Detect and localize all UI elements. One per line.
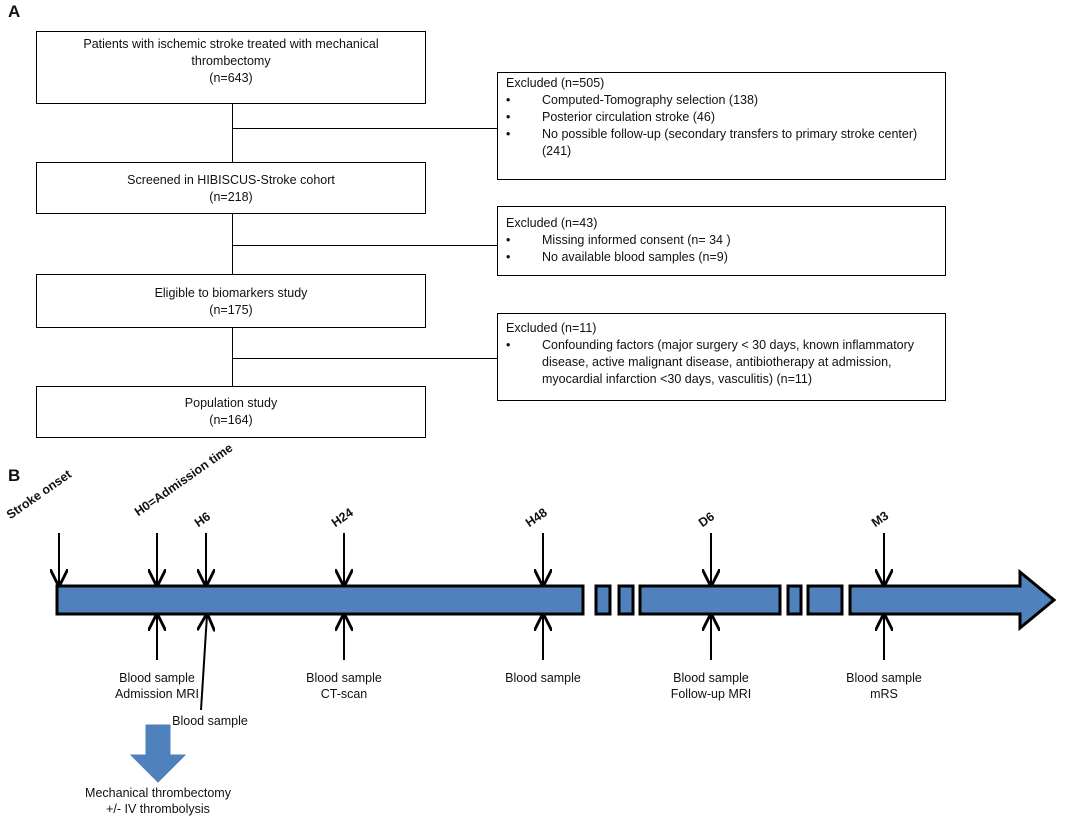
treatment-down-arrow — [129, 724, 187, 783]
exclusion-connector-line — [232, 245, 497, 246]
arrow-up-h6 — [201, 615, 207, 711]
excluded-item: No available blood samples (n=9) — [506, 249, 937, 266]
treatment-label: Mechanical thrombectomy +/- IV thromboly… — [85, 786, 231, 816]
excluded-item: Posterior circulation stroke (46) — [506, 109, 937, 126]
m3-events: Blood sample mRS — [846, 671, 922, 701]
timeline-segment — [638, 584, 782, 616]
panel-b-letter: B — [8, 466, 21, 485]
flow-box-patients: Patients with ischemic stroke treated wi… — [36, 31, 426, 104]
flow-connector-line — [232, 104, 233, 162]
timeline-segment — [617, 584, 635, 616]
timeline-segment — [594, 584, 612, 616]
flow-box-population: Population study (n=164) — [36, 386, 426, 438]
excluded-box-11: Excluded (n=11) Confounding factors (maj… — [497, 313, 946, 401]
excluded-title: Excluded (n=505) — [506, 76, 605, 90]
exclusion-connector-line — [232, 358, 497, 359]
timeline-arrow — [55, 568, 1057, 632]
h0-events: Blood sample Admission MRI — [114, 671, 200, 701]
excluded-item: No possible follow-up (secondary transfe… — [506, 126, 937, 160]
flow-box-screened: Screened in HIBISCUS-Stroke cohort (n=21… — [36, 162, 426, 214]
d6-events: Blood sample Follow-up MRI — [670, 671, 752, 701]
timepoint-arrows-above — [59, 533, 884, 585]
excluded-item: Missing informed consent (n= 34 ) — [506, 232, 937, 249]
excluded-box-43: Excluded (n=43) Missing informed consent… — [497, 206, 946, 276]
h48-events: Blood sample — [505, 671, 581, 685]
excluded-item: Computed-Tomography selection (138) — [506, 92, 937, 109]
flow-box-eligible: Eligible to biomarkers study (n=175) — [36, 274, 426, 328]
h24-events: Blood sample CT-scan — [306, 671, 382, 701]
excluded-box-505: Excluded (n=505) Computed-Tomography sel… — [497, 72, 946, 180]
flow-connector-line — [232, 214, 233, 274]
excluded-title: Excluded (n=11) — [506, 321, 597, 335]
timeline-segment — [55, 584, 585, 616]
flow-connector-line — [232, 328, 233, 386]
timepoint-arrows-below — [157, 615, 884, 711]
h6-events: Blood sample — [172, 714, 248, 728]
exclusion-connector-line — [232, 128, 497, 129]
panel-a-letter: A — [8, 2, 21, 21]
excluded-title: Excluded (n=43) — [506, 216, 598, 230]
timeline-segment — [786, 584, 803, 616]
excluded-item: Confounding factors (major surgery < 30 … — [506, 337, 937, 388]
timeline-segment — [806, 584, 844, 616]
timeline-arrow-head — [848, 568, 1057, 632]
